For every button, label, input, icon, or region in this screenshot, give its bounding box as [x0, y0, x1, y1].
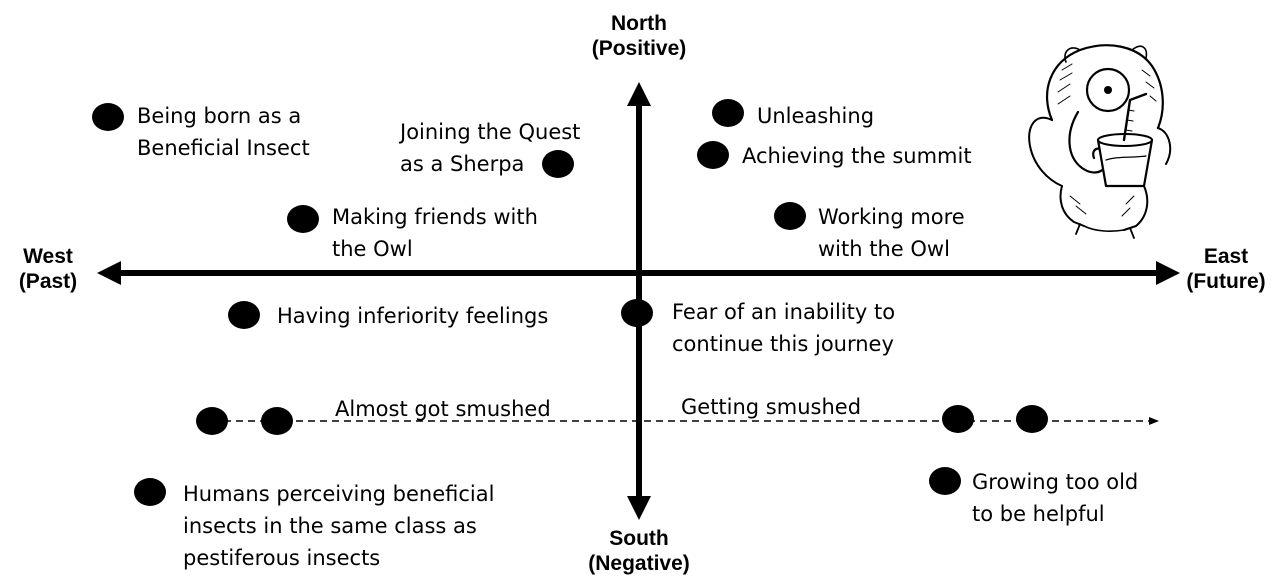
timeline-marker — [1016, 405, 1048, 433]
north-axis-label: North (Positive) — [549, 11, 729, 61]
event-label-inferiority-feelings: Having inferiority feelings — [277, 304, 549, 328]
event-label-making-friends-owl: Making friends with the Owl — [332, 205, 538, 261]
west-arrowhead — [97, 261, 121, 285]
event-label-growing-too-old: Growing too old to be helpful — [972, 470, 1139, 526]
west-axis-label: West (Past) — [0, 244, 96, 294]
east-label-line2: (Future) — [1186, 270, 1266, 293]
timeline-marker — [261, 407, 293, 435]
timeline-marker — [196, 407, 228, 435]
event-marker — [134, 478, 166, 506]
timeline-future-label: Getting smushed — [681, 395, 862, 419]
east-label-line1: East — [1203, 245, 1249, 268]
timeline-marker — [942, 405, 974, 433]
event-marker — [712, 99, 744, 127]
event-marker — [92, 103, 124, 131]
event-marker — [621, 299, 653, 327]
east-arrowhead — [1156, 261, 1180, 285]
north-label-line1: North — [611, 12, 667, 35]
south-label-line1: South — [609, 527, 669, 550]
dashed-timeline — [196, 405, 1159, 435]
event-marker — [542, 150, 574, 178]
south-label-line2: (Negative) — [588, 552, 690, 575]
event-marker — [228, 301, 260, 329]
north-arrowhead — [627, 82, 651, 106]
timeline-past-label: Almost got smushed — [335, 397, 551, 421]
elephant-character-with-drink-icon — [1028, 44, 1172, 239]
south-axis-label: South (Negative) — [549, 526, 729, 576]
event-markers — [92, 99, 961, 506]
event-label-humans-perceiving: Humans perceiving beneficial insects in … — [183, 482, 495, 570]
event-label-fear-of-inability: Fear of an inability to continue this jo… — [672, 300, 896, 356]
event-marker — [287, 205, 319, 233]
event-label-working-more-owl: Working more with the Owl — [818, 205, 965, 261]
event-label-being-born: Being born as a Beneficial Insect — [137, 104, 310, 160]
event-marker — [697, 141, 729, 169]
south-arrowhead — [627, 496, 651, 520]
event-label-joining-quest: Joining the Quest as a Sherpa — [400, 120, 581, 176]
east-axis-label: East (Future) — [1170, 244, 1282, 294]
north-label-line2: (Positive) — [591, 37, 687, 60]
event-label-unleashing: Unleashing — [757, 104, 875, 128]
event-label-achieving-summit: Achieving the summit — [742, 144, 972, 168]
event-marker — [774, 202, 806, 230]
west-label-line1: West — [23, 245, 73, 268]
event-marker — [929, 467, 961, 495]
west-label-line2: (Past) — [18, 270, 78, 293]
